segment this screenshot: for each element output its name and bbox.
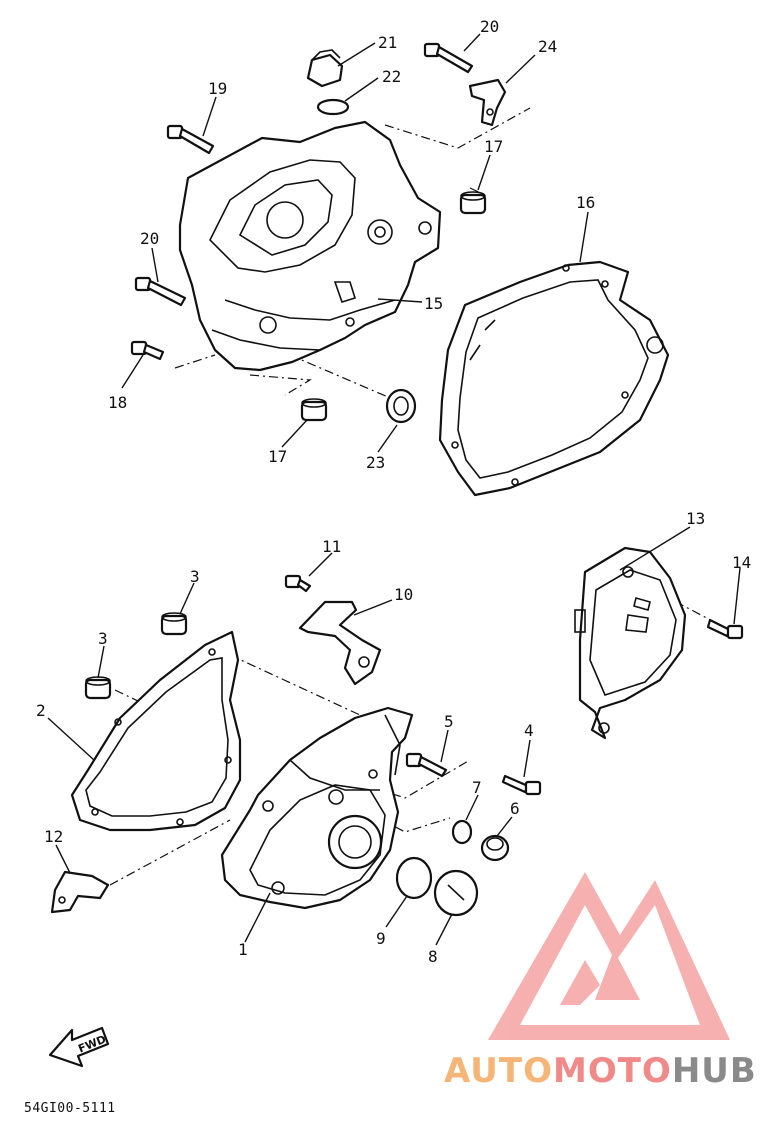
- callout-3-bottom: 3: [98, 629, 108, 648]
- callout-10: 10: [394, 585, 413, 604]
- o-ring-part-9: [395, 856, 433, 900]
- watermark-text-moto: MOTO: [553, 1051, 672, 1091]
- cover-part-13: [574, 546, 687, 740]
- bracket-part-12: [50, 870, 110, 914]
- dowel-part-3-bottom: [84, 676, 112, 700]
- bracket-part-24: [468, 78, 507, 127]
- callout-9: 9: [376, 929, 386, 948]
- callout-labels: 21 22 20 24 17 19 16 20 15 18 17 23 11 3…: [36, 17, 751, 966]
- callout-5: 5: [444, 712, 454, 731]
- watermark-text: AUTOMOTOHUB: [444, 1051, 757, 1091]
- bolt-part-4: [501, 774, 542, 796]
- callout-17-bottom: 17: [268, 447, 287, 466]
- oil-seal-part-23: [385, 388, 417, 424]
- callout-13: 13: [686, 509, 705, 528]
- callout-22: 22: [382, 67, 401, 86]
- callout-7: 7: [472, 778, 482, 797]
- watermark-text-hub: HUB: [672, 1051, 757, 1091]
- callout-18: 18: [108, 393, 127, 412]
- bolt-part-5: [405, 752, 448, 778]
- bolt-part-11: [284, 574, 312, 593]
- callout-24: 24: [538, 37, 557, 56]
- callout-20-top: 20: [480, 17, 499, 36]
- callout-14: 14: [732, 553, 751, 572]
- watermark-text-auto: AUTO: [444, 1051, 553, 1091]
- bolt-part-19: [166, 124, 215, 155]
- o-ring-part-7: [451, 819, 473, 845]
- watermark-logo: [488, 872, 730, 1040]
- bracket-part-10: [298, 600, 382, 686]
- dowel-part-17-top: [459, 191, 487, 215]
- cap-part-8: [433, 869, 479, 917]
- bolt-part-20-top: [423, 42, 474, 74]
- bolt-part-20-left: [134, 276, 187, 307]
- leader-lines: [47, 33, 741, 946]
- callout-1: 1: [238, 940, 248, 959]
- callout-20-left: 20: [140, 229, 159, 248]
- plug-part-6: [480, 834, 510, 862]
- oil-filler-cap-part-21: [306, 49, 344, 88]
- crankcase-cover-part-15: [178, 120, 442, 372]
- crankcase-cover-part-1: [220, 706, 414, 910]
- dowel-part-3-top: [160, 612, 188, 636]
- dowel-part-17-bottom: [300, 398, 328, 422]
- diagram-code: 54GI00-5111: [24, 1101, 116, 1116]
- forward-arrow-icon: FWD: [48, 1026, 110, 1068]
- callout-8: 8: [428, 947, 438, 966]
- gasket-part-2: [70, 630, 242, 832]
- callout-6: 6: [510, 799, 520, 818]
- callout-19: 19: [208, 79, 227, 98]
- callout-2: 2: [36, 701, 46, 720]
- callout-11: 11: [322, 537, 341, 556]
- callout-3-top: 3: [190, 567, 200, 586]
- callout-15: 15: [424, 294, 443, 313]
- callout-23: 23: [366, 453, 385, 472]
- o-ring-part-22: [316, 98, 350, 116]
- callout-21: 21: [378, 33, 397, 52]
- screw-part-14: [706, 618, 744, 640]
- callout-12: 12: [44, 827, 63, 846]
- gasket-part-16: [438, 260, 670, 497]
- callout-16: 16: [576, 193, 595, 212]
- callout-4: 4: [524, 721, 534, 740]
- callout-17-top: 17: [484, 137, 503, 156]
- bolt-part-18: [130, 340, 165, 361]
